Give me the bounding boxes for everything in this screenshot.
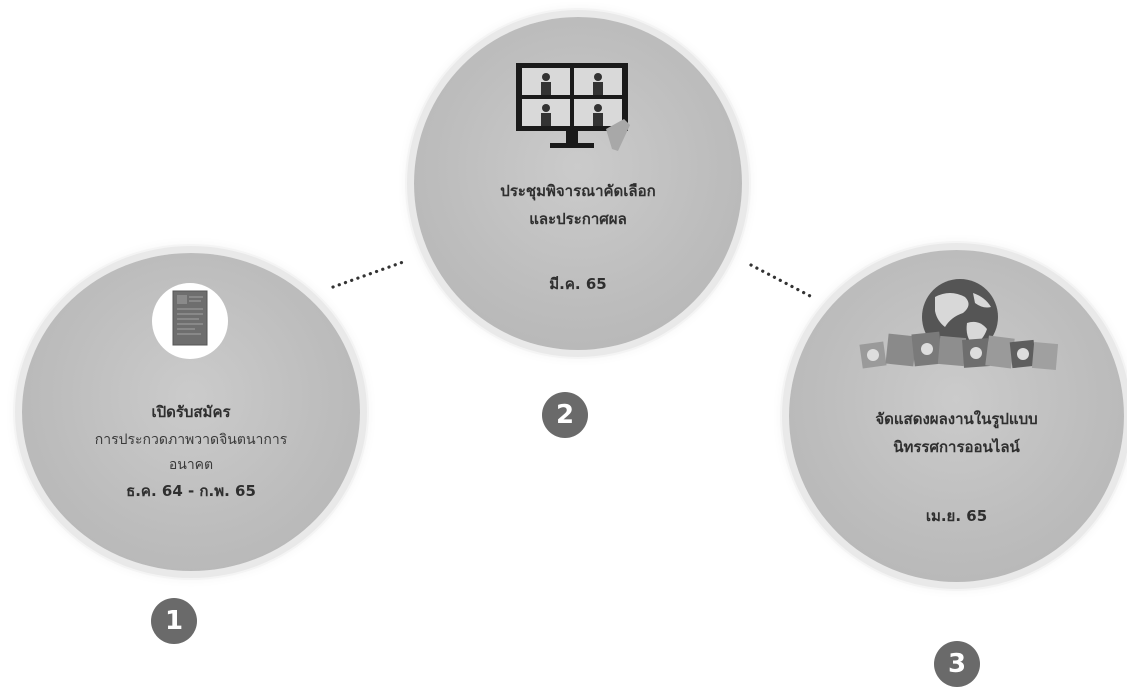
- step-1-circle: เปิดรับสมัคร การประกวดภาพวาดจินตนาการ อน…: [22, 253, 360, 571]
- step-3-title-line1: จัดแสดงผลงานในรูปแบบ: [875, 410, 1038, 428]
- globe-social-icon: [859, 279, 1059, 370]
- connector-2-3: [749, 263, 816, 300]
- step-3-date: เม.ย. 65: [925, 507, 988, 525]
- step-3-circle: จัดแสดงผลงานในรูปแบบ นิทรรศการออนไลน์ เม…: [789, 250, 1124, 582]
- step-3-title-line2: นิทรรศการออนไลน์: [893, 438, 1020, 456]
- video-conference-icon: [516, 63, 630, 151]
- timeline-diagram: เปิดรับสมัคร การประกวดภาพวาดจินตนาการ อน…: [22, 17, 1124, 687]
- step-2-number-badge: 2: [542, 392, 588, 438]
- step-1-date: ธ.ค. 64 - ก.พ. 65: [126, 482, 256, 500]
- step-1-number-badge: 1: [151, 598, 197, 644]
- step-2-title-line1: ประชุมพิจารณาคัดเลือก: [500, 182, 656, 200]
- step-3-number-badge: 3: [934, 641, 980, 687]
- step-2-title-line2: และประกาศผล: [529, 210, 627, 228]
- document-icon: [172, 290, 208, 346]
- step-2-date: มี.ค. 65: [549, 275, 607, 293]
- step-1-subtitle-line2: อนาคต: [168, 457, 214, 473]
- step-1-subtitle-line1: การประกวดภาพวาดจินตนาการ: [94, 432, 288, 448]
- step-1-title: เปิดรับสมัคร: [151, 403, 231, 421]
- connector-1-2: [331, 259, 408, 289]
- step-2-circle: ประชุมพิจารณาคัดเลือก และประกาศผล มี.ค. …: [414, 17, 742, 350]
